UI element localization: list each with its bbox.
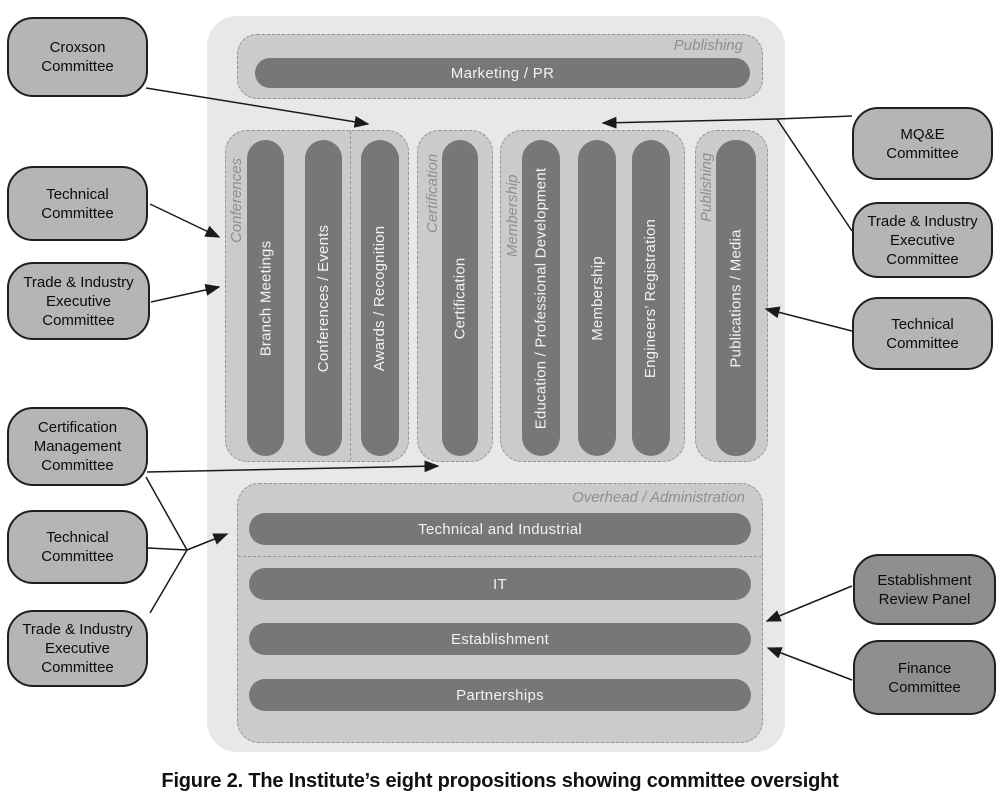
committee-box-trade-industry-1: Trade & Industry Executive Committee	[7, 262, 150, 340]
committee-label-line: Management	[33, 438, 122, 455]
bar-label: Awards / Recognition	[371, 225, 389, 371]
committee-label-line: Committee	[41, 659, 114, 676]
committee-label-line: Committee	[888, 678, 961, 696]
bar-label: Establishment	[450, 630, 550, 648]
committee-label-line: Trade & Industry	[22, 621, 133, 638]
committee-box-mqe: MQ&E Committee	[852, 107, 993, 180]
proposition-bar-partnerships: Partnerships	[249, 679, 751, 711]
committee-label-line: Establishment	[877, 571, 972, 589]
committee-box-technical-1: Technical Committee	[7, 166, 148, 241]
committee-label-line: Committee	[42, 311, 115, 329]
bar-label: Partnerships	[456, 686, 544, 704]
committee-label-line: Trade & Industry	[23, 273, 134, 291]
proposition-bar-conferences-events: Conferences / Events	[305, 140, 342, 456]
group-label-publishing-top: Publishing	[673, 37, 743, 54]
committee-label-line: Executive	[889, 231, 956, 249]
committee-label-line: Technical	[46, 529, 109, 546]
committee-label-line: Technical	[46, 185, 109, 203]
line-trade-industry3-to-junction	[776, 118, 853, 232]
bar-label: Branch Meetings	[257, 240, 274, 356]
committee-label-line: Certification	[37, 419, 118, 436]
committee-label-line: Technical	[891, 315, 954, 333]
proposition-bar-it: IT	[249, 568, 751, 600]
proposition-bar-membership: Membership	[578, 140, 616, 456]
group-label-certification: Certification	[424, 153, 441, 233]
proposition-bar-awards-recognition: Awards / Recognition	[361, 140, 399, 456]
bar-label: Marketing / PR	[450, 64, 555, 82]
bar-label: Membership	[588, 255, 606, 341]
committee-label-line: Trade & Industry	[867, 212, 978, 230]
committee-box-establishment-review-panel: Establishment Review Panel	[853, 554, 996, 625]
committee-box-finance: Finance Committee	[853, 640, 996, 715]
committee-label-line: Executive	[44, 640, 111, 657]
committee-box-technical-3: Technical Committee	[852, 297, 993, 370]
committee-box-technical-2: Technical Committee	[7, 510, 148, 584]
line-mqe-to-junction	[776, 115, 853, 120]
committee-label-line: Committee	[41, 457, 114, 474]
line-trade-industry2-to-junction	[149, 549, 188, 614]
committee-box-trade-industry-3: Trade & Industry Executive Committee	[852, 202, 993, 278]
bar-label: Certification	[451, 257, 469, 339]
bar-label: Publications / Media	[727, 228, 745, 368]
proposition-bar-certification: Certification	[442, 140, 478, 456]
bar-label: IT	[493, 575, 507, 593]
conferences-awards-divider	[350, 131, 351, 461]
proposition-bar-publications-media: Publications / Media	[716, 140, 756, 456]
committee-label-line: Committee	[41, 548, 114, 565]
committee-label-line: Committee	[886, 144, 959, 162]
bar-label: Conferences / Events	[315, 224, 333, 372]
committee-box-certification-management: Certification Management Committee	[7, 407, 148, 486]
overhead-divider	[238, 556, 762, 557]
proposition-bar-education-professional-development: Education / Professional Development	[522, 140, 560, 456]
committee-label-line: Committee	[41, 58, 114, 75]
proposition-bar-marketing-pr: Marketing / PR	[255, 58, 750, 88]
committee-label-line: Croxson	[49, 39, 106, 56]
bar-label: Engineers’ Registration	[642, 218, 660, 378]
committee-label-line: Finance	[897, 659, 952, 677]
committee-label-line: Committee	[886, 334, 959, 352]
proposition-bar-branch-meetings: Branch Meetings	[247, 140, 284, 456]
bar-label: Technical and Industrial	[418, 520, 582, 538]
committee-box-trade-industry-2: Trade & Industry Executive Committee	[7, 610, 148, 687]
proposition-bar-establishment: Establishment	[249, 623, 751, 655]
proposition-bar-technical-and-industrial: Technical and Industrial	[249, 513, 751, 545]
group-label-overhead-administration: Overhead / Administration	[572, 489, 745, 506]
committee-label-line: Committee	[41, 204, 114, 222]
proposition-bar-engineers-registration: Engineers’ Registration	[632, 140, 670, 456]
committee-box-croxson: Croxson Committee	[7, 17, 148, 97]
group-label-membership: Membership	[504, 174, 521, 257]
committee-label-line: Review Panel	[878, 590, 971, 608]
line-cert-management-to-junction	[145, 476, 188, 551]
committee-label-line: Committee	[886, 250, 959, 268]
committee-label-line: MQ&E	[900, 125, 945, 143]
line-technical2-to-junction	[147, 547, 188, 551]
bar-label: Education / Professional Development	[532, 167, 550, 429]
group-label-conferences: Conferences	[228, 157, 245, 243]
group-label-publishing-right: Publishing	[698, 152, 715, 222]
figure-caption: Figure 2. The Institute’s eight proposit…	[161, 770, 839, 792]
committee-label-line: Executive	[45, 292, 112, 310]
